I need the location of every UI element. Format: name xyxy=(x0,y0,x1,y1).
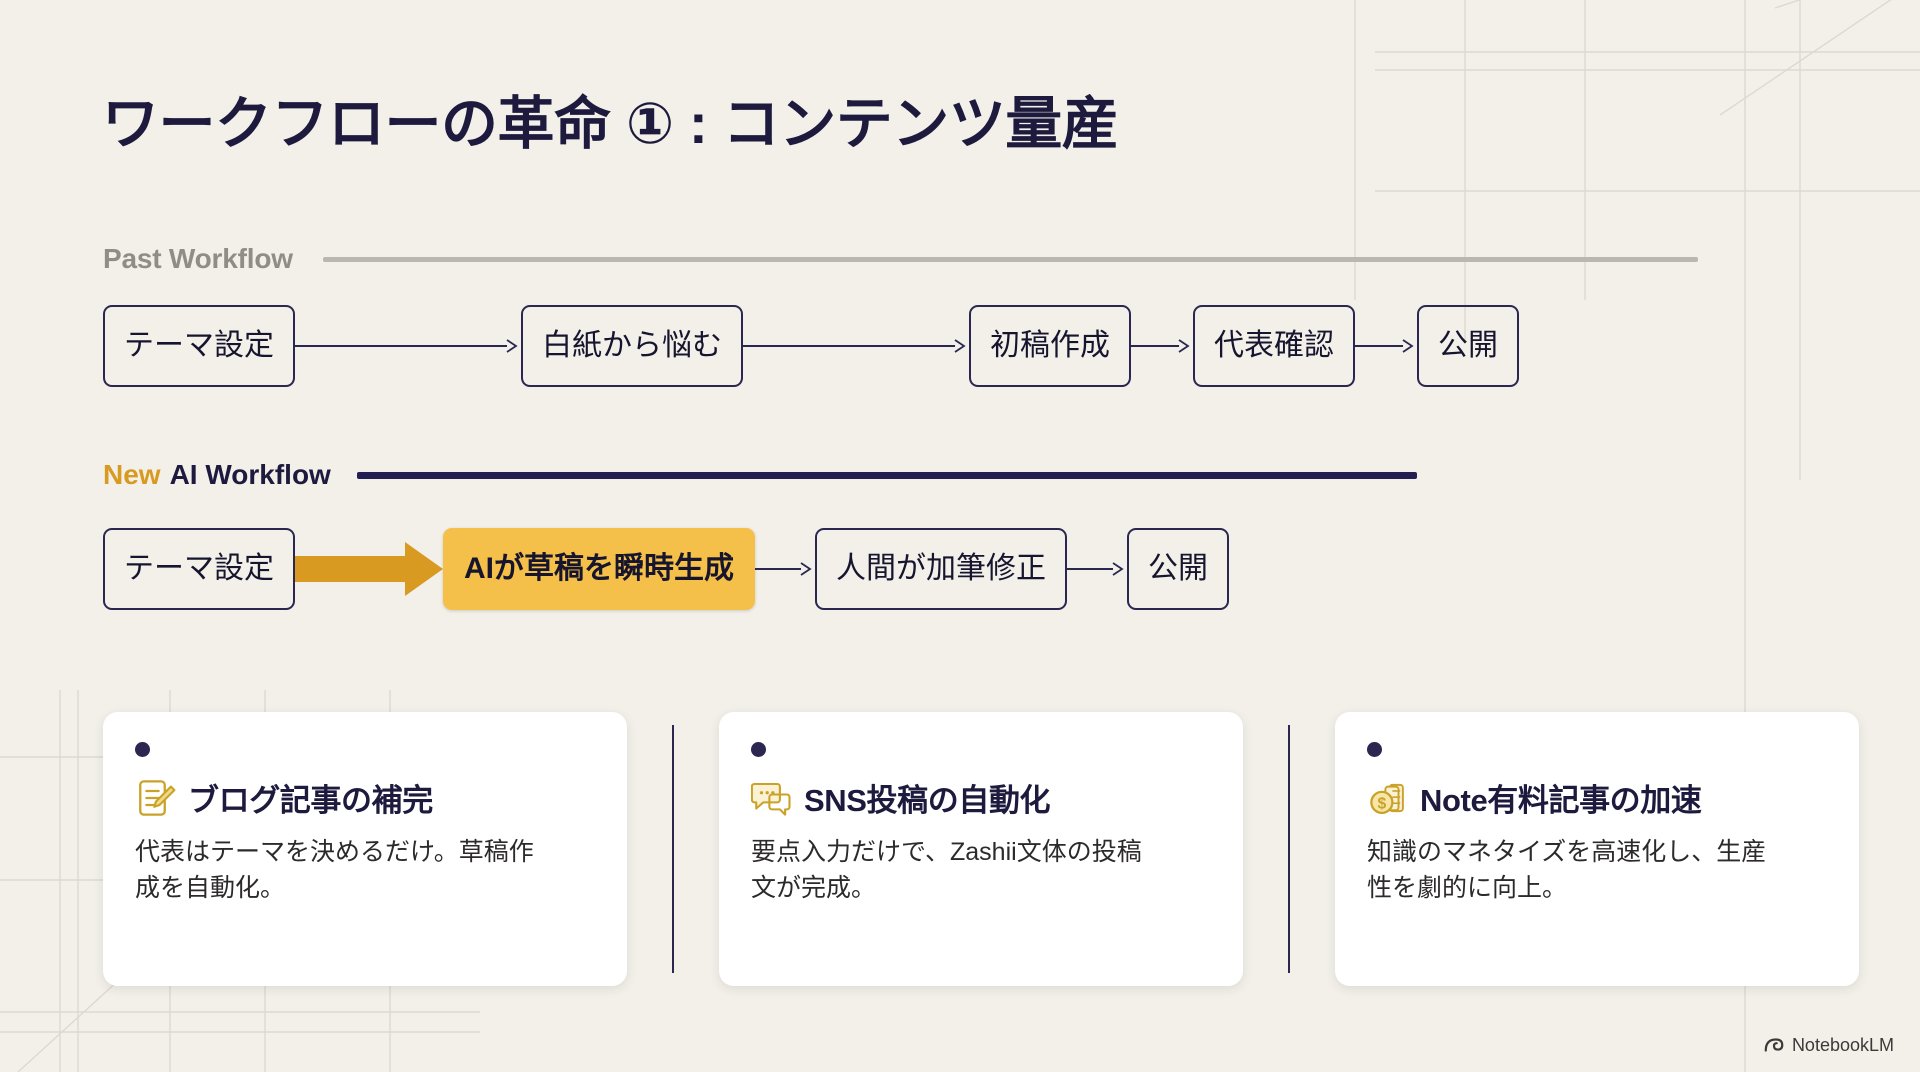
card-body: 代表はテーマを決めるだけ。草稿作成を自動化。 xyxy=(135,838,534,903)
flow-arrow-new-3 xyxy=(1067,528,1127,610)
card-bullet-dot xyxy=(135,742,150,757)
flow-arrow-past-1 xyxy=(295,305,521,387)
flow-node-past-2[interactable]: 白紙から悩む xyxy=(521,305,743,387)
notebooklm-watermark: NotebookLM xyxy=(1763,1034,1894,1056)
flow-node-new-4[interactable]: 公開 xyxy=(1127,528,1229,610)
new-workflow-header: New AI Workflow xyxy=(103,459,1417,491)
arrowhead-icon xyxy=(954,339,966,353)
flow-arrow-past-2 xyxy=(743,305,969,387)
arrowhead-icon xyxy=(800,562,812,576)
svg-text:$: $ xyxy=(1377,795,1386,812)
past-workflow-rule xyxy=(322,256,1698,262)
arrowhead-icon xyxy=(1178,339,1190,353)
card-body: 知識のマネタイズを高速化し、生産性を劇的に向上。 xyxy=(1367,838,1767,903)
arrowhead-icon xyxy=(506,339,518,353)
arrowhead-icon xyxy=(1402,339,1414,353)
card-header: SNS投稿の自動化 xyxy=(751,775,1211,820)
flow-node-past-1[interactable]: テーマ設定 xyxy=(103,305,295,387)
flow-node-new-3[interactable]: 人間が加筆修正 xyxy=(815,528,1067,610)
watermark-label: NotebookLM xyxy=(1791,1034,1894,1055)
new-workflow-rule xyxy=(356,471,1417,479)
notebooklm-icon xyxy=(1764,1038,1784,1052)
flow-node-past-4[interactable]: 代表確認 xyxy=(1193,305,1355,387)
card-header: ブログ記事の補完 xyxy=(135,775,595,820)
past-workflow-label: Past Workflow xyxy=(103,243,293,274)
new-workflow-label-rest: AI Workflow xyxy=(169,459,331,490)
flow-arrow-past-4 xyxy=(1355,305,1417,387)
memo-pencil-icon xyxy=(139,779,176,816)
card-divider xyxy=(1288,725,1290,973)
card-header: $ Note有料記事の加速 xyxy=(1367,775,1827,820)
page-title: ワークフローの革命 ① : コンテンツ量産 xyxy=(102,92,1119,156)
feature-card[interactable]: $ Note有料記事の加速 知識のマネタイズを高速化し、生産性を劇的に向上。 xyxy=(1335,712,1859,986)
speech-bubble-icon xyxy=(751,782,791,816)
flow-node-new-1[interactable]: テーマ設定 xyxy=(103,528,295,610)
flow-node-past-5[interactable]: 公開 xyxy=(1417,305,1519,387)
flow-arrow-new-highlight xyxy=(295,528,443,610)
past-workflow-flow: テーマ設定 白紙から悩む 初稿作成 代表確認 公 xyxy=(103,305,1519,387)
feature-card[interactable]: ブログ記事の補完 代表はテーマを決めるだけ。草稿作成を自動化。 xyxy=(103,712,627,986)
new-workflow-flow: テーマ設定 AIが草稿を瞬時生成 人間が加筆修正 公開 xyxy=(103,528,1229,610)
flow-arrow-past-3 xyxy=(1131,305,1193,387)
card-title: Note有料記事の加速 xyxy=(1420,783,1702,818)
card-bullet-dot xyxy=(1367,742,1382,757)
past-workflow-header: Past Workflow xyxy=(103,243,1698,275)
coin-stack-icon: $ xyxy=(1370,783,1404,814)
card-divider xyxy=(672,725,674,973)
card-title: ブログ記事の補完 xyxy=(188,783,433,818)
card-body: 要点入力だけで、Zashii文体の投稿文が完成。 xyxy=(751,838,1142,903)
flow-node-new-2[interactable]: AIが草稿を瞬時生成 xyxy=(443,528,755,610)
flow-arrow-new-2 xyxy=(755,528,815,610)
new-workflow-label-new: New xyxy=(103,459,161,490)
flow-node-past-3[interactable]: 初稿作成 xyxy=(969,305,1131,387)
card-title: SNS投稿の自動化 xyxy=(804,783,1051,818)
feature-card-strip: ブログ記事の補完 代表はテーマを決めるだけ。草稿作成を自動化。 SNS投稿の自動… xyxy=(103,712,1859,986)
arrowhead-icon xyxy=(1112,562,1124,576)
feature-card[interactable]: SNS投稿の自動化 要点入力だけで、Zashii文体の投稿文が完成。 xyxy=(719,712,1243,986)
card-bullet-dot xyxy=(751,742,766,757)
